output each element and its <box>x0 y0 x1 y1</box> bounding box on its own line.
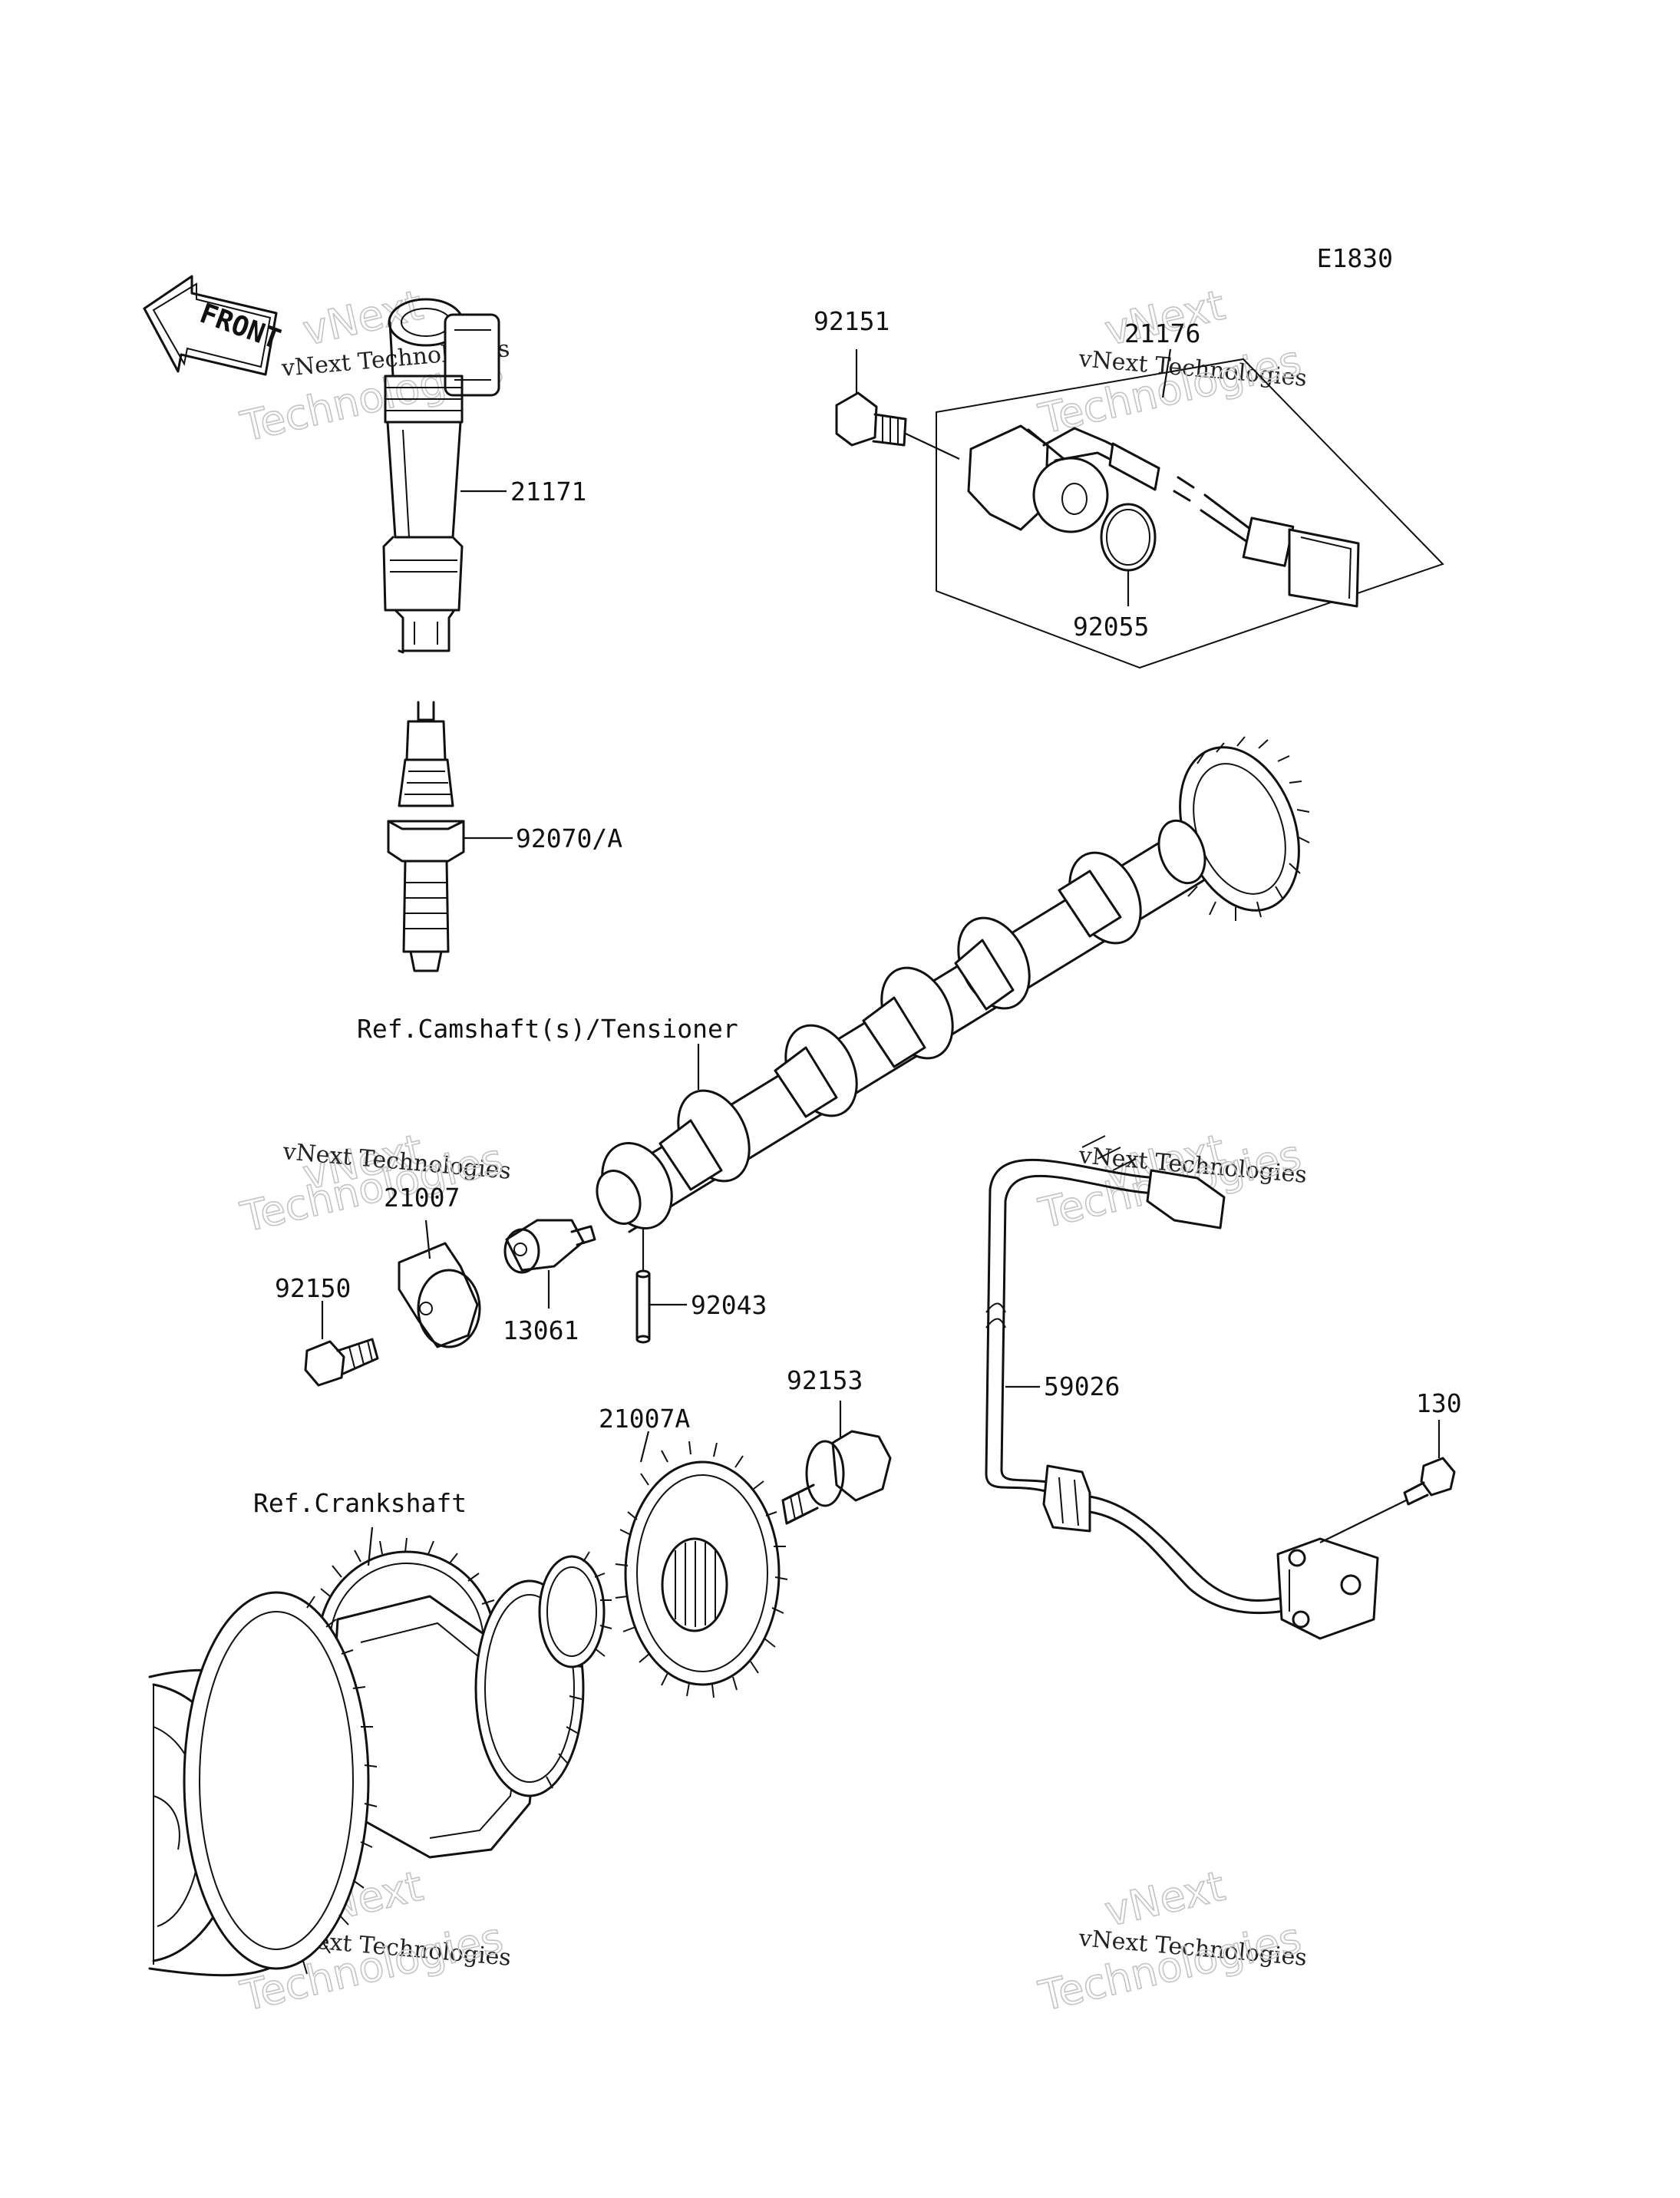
collar-13061 <box>503 1219 596 1309</box>
watermark-mid-left: vNext vNext Technologies Technologies <box>236 1124 512 1243</box>
o-ring-92055 <box>1100 503 1157 606</box>
sensor-group-outline <box>936 358 1444 669</box>
rotor-21007 <box>398 1219 481 1348</box>
svg-text:vNext: vNext <box>1101 1862 1229 1936</box>
label-92150: 92150 <box>275 1273 351 1303</box>
label-13061: 13061 <box>503 1315 579 1345</box>
label-59026: 59026 <box>1044 1371 1120 1401</box>
label-92043: 92043 <box>691 1290 767 1320</box>
diagram-code: E1830 <box>1317 243 1393 273</box>
bolt-92151 <box>835 349 960 460</box>
label-ref-crankshaft: Ref.Crankshaft <box>253 1488 467 1518</box>
label-21007a: 21007A <box>599 1404 690 1434</box>
camshaft <box>596 736 1310 1233</box>
label-21007: 21007 <box>384 1183 460 1213</box>
watermark-bottom-right: vNext vNext Technologies Technologies <box>1034 1861 1308 2021</box>
ignition-coil <box>382 298 507 654</box>
label-21176: 21176 <box>1124 318 1200 348</box>
pin-92043 <box>635 1228 687 1344</box>
cam-sensor-21176 <box>967 348 1360 608</box>
label-92070a: 92070/A <box>516 823 622 853</box>
svg-text:FRONT: FRONT <box>196 298 285 356</box>
spark-plug <box>387 701 513 972</box>
watermark-top-right: vNext vNext Technologies Technologies <box>1034 280 1308 444</box>
label-92055: 92055 <box>1073 612 1149 642</box>
bolt-92153 <box>781 1401 892 1525</box>
bolt-92150 <box>304 1301 379 1387</box>
label-21171: 21171 <box>510 477 586 507</box>
label-ref-camshaft: Ref.Camshaft(s)/Tensioner <box>357 1014 738 1044</box>
crankshaft <box>148 1526 612 1977</box>
svg-text:Technologies: Technologies <box>1035 1913 1305 2021</box>
label-92153: 92153 <box>787 1365 863 1395</box>
front-arrow-icon: FRONT <box>143 275 285 376</box>
label-130: 130 <box>1416 1388 1462 1418</box>
pickup-coil-lead-59026 <box>985 1135 1291 1615</box>
timing-rotor-21007a <box>615 1431 788 1698</box>
pickup-coil-130 <box>1276 1420 1456 1640</box>
label-92151: 92151 <box>814 306 890 336</box>
